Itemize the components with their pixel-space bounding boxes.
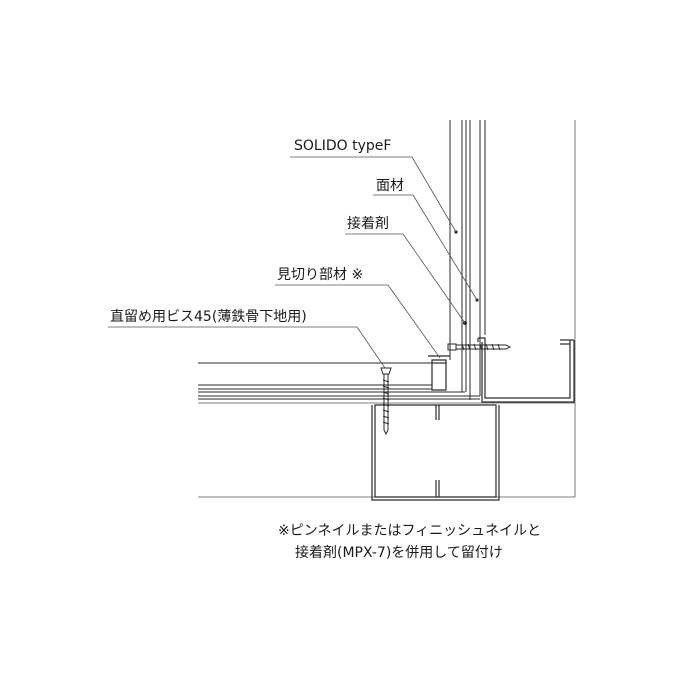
wall-steel-stud xyxy=(477,337,575,403)
wall-panel xyxy=(449,120,486,400)
label-facing: 面材 xyxy=(376,178,404,194)
steel-c-channel xyxy=(371,404,500,501)
leader-lines xyxy=(108,156,478,369)
label-solido: SOLIDO typeF xyxy=(294,138,391,154)
label-trim: 見切り部材 ※ xyxy=(277,267,363,283)
note-line-2: 接着剤(MPX-7)を併用して留付け xyxy=(295,544,503,561)
label-screw: 直留め用ビス45(薄鉄骨下地用) xyxy=(110,308,307,325)
wall-screw xyxy=(447,343,512,351)
note-line-1: ※ピンネイルまたはフィニッシュネイルと xyxy=(278,523,541,539)
label-adhesive: 接着剤 xyxy=(347,215,389,232)
floor-screw xyxy=(380,367,392,436)
floor-panel xyxy=(198,362,480,400)
